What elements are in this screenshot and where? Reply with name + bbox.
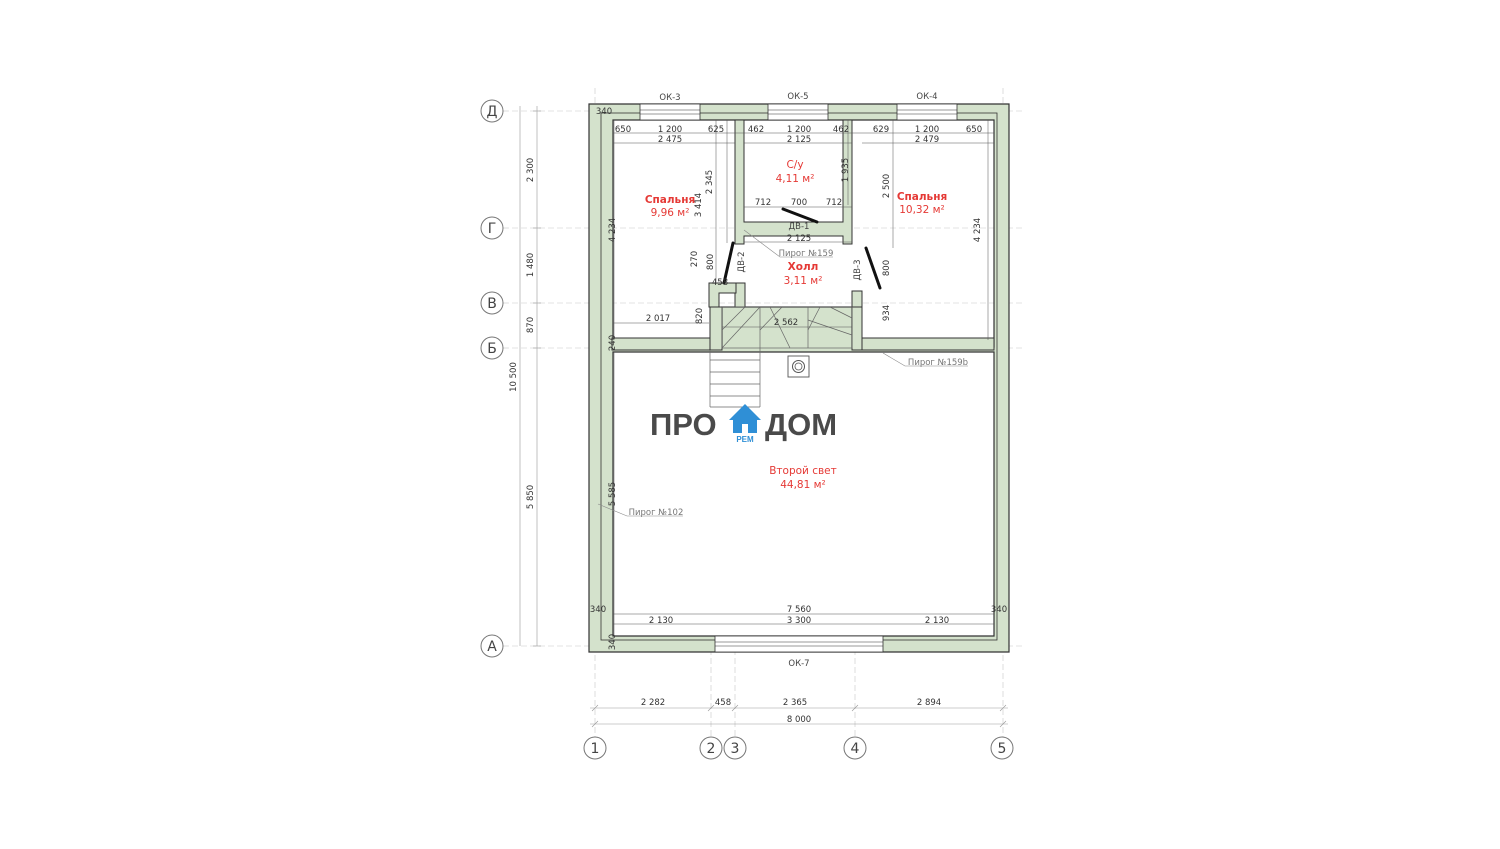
dim-top-1200-mid: 1 200 (787, 125, 811, 135)
room-second-light-area: 44,81 м² (780, 479, 826, 491)
dim-under-2894: 2 894 (917, 698, 941, 708)
dim-bath-700: 700 (791, 198, 807, 208)
dim-top-650-right: 650 (966, 125, 982, 135)
window-ok3: ОК-3 (659, 93, 680, 103)
room-hall-name: Холл (788, 261, 819, 273)
axis-row-b: Б (487, 341, 497, 357)
dim-bot-2130-left: 2 130 (649, 616, 673, 626)
door-leaves (722, 207, 882, 290)
room-hall-area: 3,11 м² (784, 275, 823, 287)
dim-under-total-8000: 8 000 (787, 715, 811, 725)
dim-bot-2130-right: 2 130 (925, 616, 949, 626)
dim-bot-340-right: 340 (991, 605, 1007, 615)
walls (588, 103, 1010, 653)
dim-v-820: 820 (695, 308, 705, 324)
dim-v-270: 270 (690, 251, 700, 267)
window-ok5: ОК-5 (787, 92, 808, 102)
door-dv3: ДВ-3 (853, 260, 863, 281)
dim-bot-7560: 7 560 (787, 605, 811, 615)
dim-v-2345: 2 345 (705, 170, 715, 194)
dim-top-2479: 2 479 (915, 135, 939, 145)
axis-row-d: Д (487, 104, 498, 120)
dim-v-4234-left: 4 234 (608, 218, 618, 242)
room-bedroom-left-area: 9,96 м² (651, 207, 690, 219)
dim-v-2500: 2 500 (882, 174, 892, 198)
house-icon (729, 404, 761, 433)
axis-col-2: 2 (707, 741, 716, 757)
dim-wall-340-top: 340 (596, 107, 612, 117)
axis-row-v: В (487, 296, 497, 312)
axis-col-1: 1 (591, 741, 600, 757)
column-axis-bubbles (583, 736, 1014, 760)
dim-left-1480: 1 480 (526, 253, 536, 277)
dim-v-3414: 3 414 (694, 193, 704, 217)
dim-bath-712-left: 712 (755, 198, 771, 208)
dim-bot-340-left: 340 (590, 605, 606, 615)
dim-left-10500: 10 500 (509, 362, 519, 392)
tag-pirog-159b: Пирог №159b (908, 358, 968, 368)
dim-v-1935: 1 935 (841, 158, 851, 182)
brand-text-small: РЕМ (736, 435, 754, 444)
dim-bath-712-right: 712 (826, 198, 842, 208)
dim-bath-2125: 2 125 (787, 234, 811, 244)
row-axis-bubbles (480, 99, 504, 658)
dim-top-2475: 2 475 (658, 135, 682, 145)
dim-bot-3300: 3 300 (787, 616, 811, 626)
axis-col-5: 5 (998, 741, 1007, 757)
windows (639, 103, 958, 653)
dim-top-650-left: 650 (615, 125, 631, 135)
room-bedroom-right-area: 10,32 м² (899, 204, 945, 216)
room-bathroom-area: 4,11 м² (776, 173, 815, 185)
brand-logo: ПРО РЕМ ДОМ (650, 404, 837, 444)
tag-pirog-159: Пирог №159 (779, 249, 834, 259)
dim-under-2365: 2 365 (783, 698, 807, 708)
dim-left-5850: 5 850 (526, 485, 536, 509)
dim-top-629: 629 (873, 125, 889, 135)
dim-top-462-right: 462 (833, 125, 849, 135)
dim-h-2017: 2 017 (646, 314, 670, 324)
dim-v-800-right: 800 (882, 260, 892, 276)
door-dv1: ДВ-1 (789, 222, 810, 232)
dim-top-625: 625 (708, 125, 724, 135)
bottom-dimension-lines (590, 704, 1008, 728)
tag-pirog-102: Пирог №102 (629, 508, 684, 518)
axis-col-3: 3 (731, 741, 740, 757)
dim-top-462-left: 462 (748, 125, 764, 135)
dim-v-934: 934 (882, 305, 892, 321)
dim-bot-340-vertical: 340 (608, 634, 618, 650)
axis-row-a: А (487, 639, 497, 655)
dim-v-240: 240 (608, 335, 618, 351)
dim-left-2300: 2 300 (526, 158, 536, 182)
dim-under-2282: 2 282 (641, 698, 665, 708)
dim-h-2562: 2 562 (774, 318, 798, 328)
room-bedroom-left-name: Спальня (645, 194, 695, 206)
dim-v-4234-right: 4 234 (973, 218, 983, 242)
dim-top-1200-right: 1 200 (915, 125, 939, 135)
dim-v-800-left: 800 (706, 254, 716, 270)
window-ok4: ОК-4 (916, 92, 937, 102)
dim-left-870: 870 (526, 317, 536, 333)
dim-under-458: 458 (715, 698, 731, 708)
axis-row-g: Г (488, 221, 497, 237)
brand-text-left: ПРО (650, 407, 717, 442)
vent-icon (787, 355, 810, 378)
room-second-light-name: Второй свет (769, 465, 837, 477)
room-bedroom-right-name: Спальня (897, 191, 947, 203)
interior-dimension-lines (613, 120, 994, 636)
window-ok7: ОК-7 (788, 659, 809, 669)
dim-458-inner: 458 (712, 278, 728, 288)
staircase (709, 306, 853, 408)
dim-top-1200-left: 1 200 (658, 125, 682, 135)
door-dv2: ДВ-2 (737, 252, 747, 273)
room-bathroom-name: С/у (786, 159, 803, 171)
axis-col-4: 4 (851, 741, 860, 757)
left-dimension-lines (519, 106, 541, 647)
leader-lines (597, 229, 968, 517)
dim-top-2125: 2 125 (787, 135, 811, 145)
brand-text-right: ДОМ (765, 407, 837, 442)
dim-v-5585: 5 585 (608, 482, 618, 506)
